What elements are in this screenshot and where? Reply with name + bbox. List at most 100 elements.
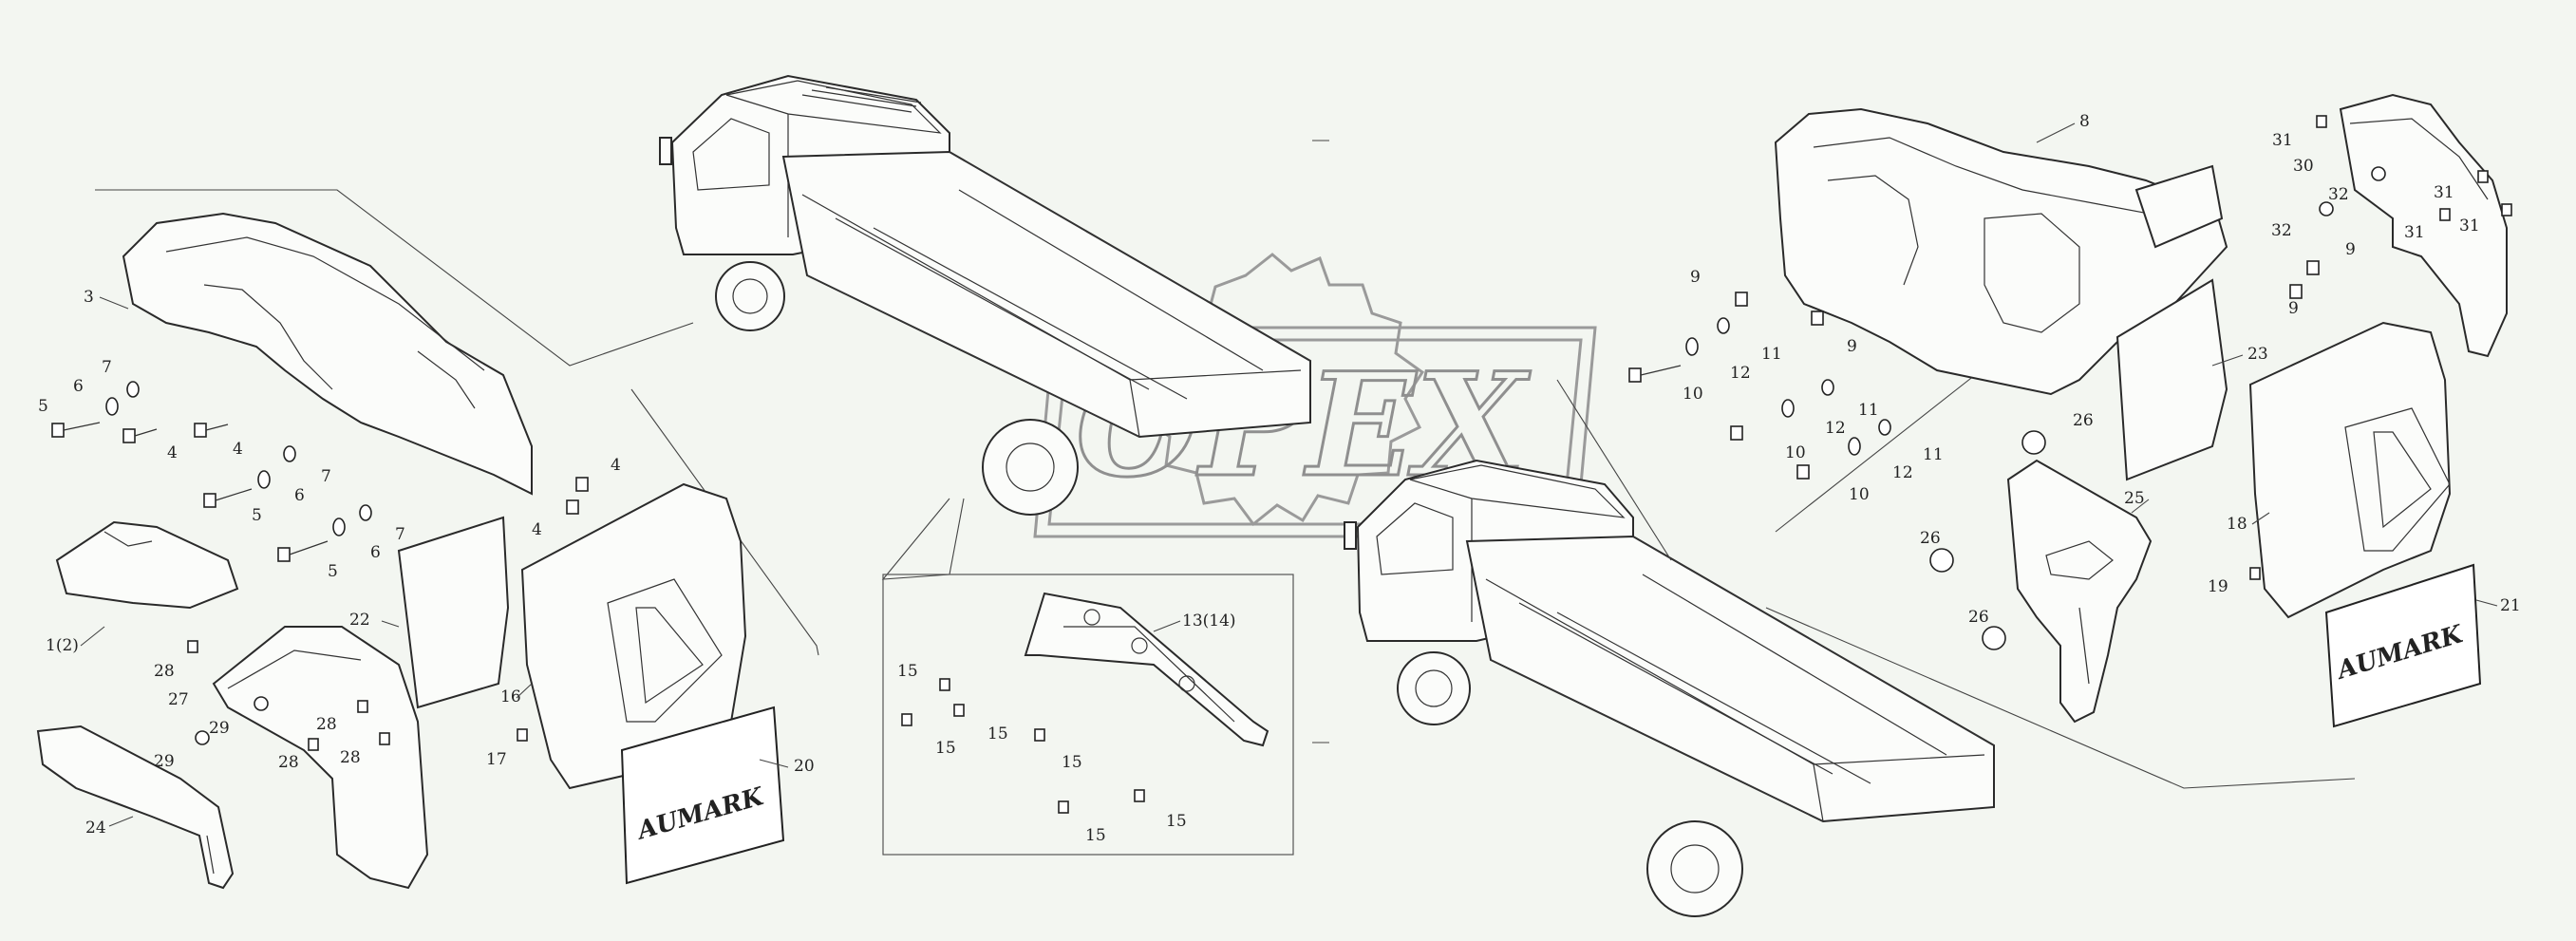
callout-15: 15 [1166,812,1187,831]
bolt-9b [1811,311,1824,326]
bolt-15c [953,704,965,717]
washer-11b [1821,379,1834,396]
right-fender-assembly [1774,107,2228,396]
callout-17: 17 [486,750,507,769]
bolt-4c [575,477,589,492]
washer-12c [1848,437,1861,456]
callout-3: 3 [84,288,94,307]
detail-box-bracket [882,574,1294,856]
mudflap-assembly-right: AUMARK [2248,321,2482,728]
callout-7: 7 [102,358,112,377]
bolt-10c [1796,464,1810,480]
nut-29b [195,730,210,745]
callout-29: 29 [154,752,175,771]
callout-20: 20 [794,757,815,776]
callout-6: 6 [294,486,305,505]
washer-6b [257,470,271,489]
callout-32: 32 [2328,185,2349,204]
bolt-9c [2289,284,2303,299]
callout-31: 31 [2459,216,2480,235]
callout-12: 12 [1730,364,1751,383]
callout-31: 31 [2434,183,2454,202]
bolt-4b [194,423,229,438]
bolt-9d [2306,260,2320,275]
callout-28: 28 [340,748,361,767]
bolt-15a [939,678,950,691]
mounting-bracket-1-2 [55,520,239,610]
callout-30: 30 [2293,157,2314,176]
bolt-28d [379,732,390,745]
callout-4: 4 [611,456,621,475]
callout-32: 32 [2271,221,2292,240]
callout-11: 11 [1858,401,1879,420]
nut-32b [2319,201,2334,216]
bolt-19 [2249,567,2261,580]
callout-28: 28 [278,753,299,772]
callout-28: 28 [154,662,175,681]
callout-9: 9 [2288,299,2299,318]
callout-9: 9 [1847,337,1857,356]
bolt-4a [122,428,158,443]
rear-fender-30 [2339,93,2508,358]
bolt-28a [187,640,198,653]
truck-bottom-view [1344,459,1995,917]
callout-7: 7 [321,467,331,486]
callout-5: 5 [328,562,338,581]
callout-7: 7 [395,525,405,544]
callout-8: 8 [2079,112,2090,131]
bolt-31a [2316,115,2327,128]
callout-5: 5 [38,397,48,416]
callout-23: 23 [2247,345,2268,364]
callout-27: 27 [168,690,189,709]
callout-26: 26 [2073,411,2094,430]
bolt-31d [2501,203,2512,216]
bolt-28b [308,738,319,751]
bolt-31c [2439,208,2451,221]
callout-4: 4 [532,520,542,539]
rubber-panel-22 [397,516,510,709]
clip-26a [2021,430,2046,455]
callout-6: 6 [370,543,381,562]
callout-15: 15 [1062,753,1082,772]
washer-12b [1781,399,1795,418]
callout-28: 28 [316,715,337,734]
callout-15: 15 [987,725,1008,743]
step-bracket-25 [2006,459,2153,724]
washer-7c [359,504,372,521]
bolt-5a [51,422,101,438]
callout-1-2: 1(2) [46,636,79,655]
washer-6a [105,397,119,416]
callout-25: 25 [2124,489,2145,508]
callout-16: 16 [500,687,521,706]
bolt-9a [1735,292,1748,307]
bolt-15b [901,713,912,726]
bolt-10a [1628,365,1682,383]
callout-10: 10 [1849,485,1870,504]
truck-top-view [659,74,1311,516]
callout-9: 9 [1690,268,1701,287]
washer-11a [1717,317,1730,334]
callout-31: 31 [2272,131,2293,150]
callout-10: 10 [1683,385,1703,404]
washer-11c [1878,419,1891,436]
callout-13-14: 13(14) [1182,612,1236,630]
callout-4: 4 [167,443,178,462]
callout-15: 15 [1085,826,1106,845]
clip-26b [1929,548,1954,573]
callout-labels: 1(2) 3 4 4 4 4 5 5 5 6 6 6 7 7 7 8 9 9 9… [38,112,2521,845]
callout-26: 26 [1920,529,1941,548]
bolt-17 [517,728,528,742]
callout-10: 10 [1785,443,1806,462]
callout-29: 29 [209,719,230,738]
callout-26: 26 [1968,608,1989,627]
nut-32a [2371,166,2386,181]
callout-12: 12 [1892,463,1913,482]
callout-12: 12 [1825,419,1846,438]
nut-29a [254,696,269,711]
callout-4: 4 [233,440,243,459]
callout-6: 6 [73,377,84,396]
splash-shield-24 [36,725,235,890]
callout-24: 24 [85,819,106,837]
washer-7a [126,381,140,398]
